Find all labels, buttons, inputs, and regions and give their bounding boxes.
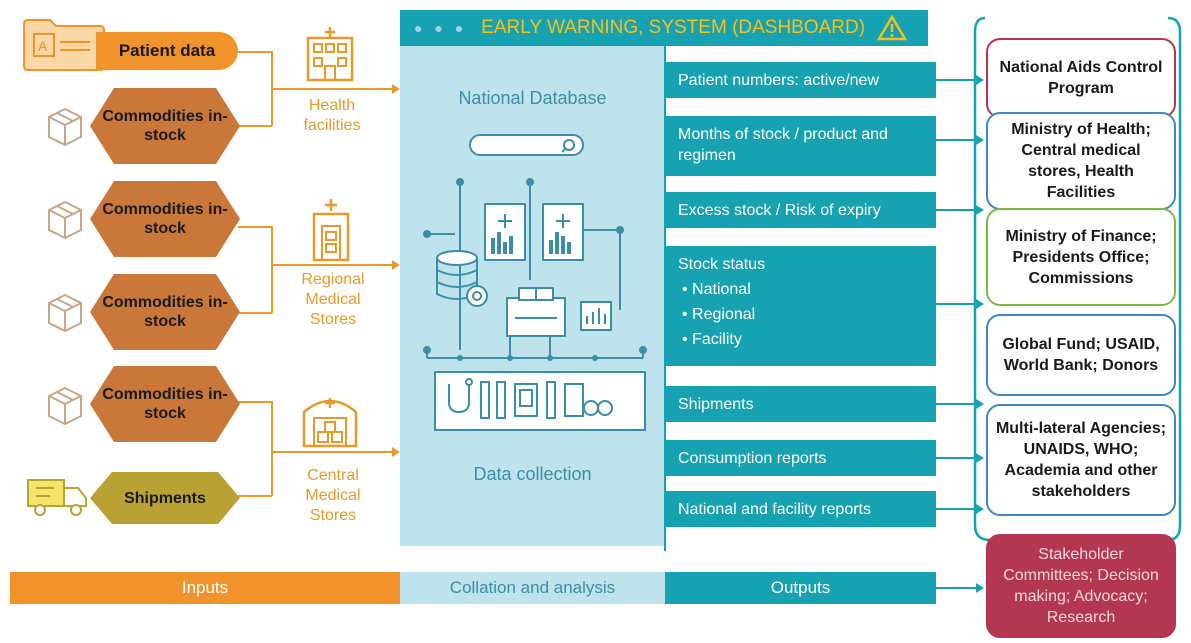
stock-status-title: Stock status — [678, 256, 766, 273]
truck-icon — [24, 474, 90, 520]
shipments-node: Shipments — [90, 472, 240, 524]
window-dots: ● ● ● — [414, 20, 468, 36]
national-database-label: National Database — [458, 88, 607, 108]
commodities-label: Commodities in-stock — [102, 108, 228, 144]
stakeholder-committees: Stakeholder Committees; Decision making;… — [986, 534, 1176, 638]
output-shipments: Shipments — [666, 386, 936, 422]
output-excess-stock: Excess stock / Risk of expiry — [666, 192, 936, 228]
svg-text:A: A — [38, 38, 48, 54]
box-icon — [46, 292, 84, 334]
stock-status-regional: • Regional — [682, 306, 756, 323]
output-stock-status: Stock status • National • Regional • Fac… — [666, 246, 936, 366]
stock-status-facility: • Facility — [682, 331, 742, 348]
dashboard-title-bar: ● ● ● EARLY WARNING, SYSTEM (DASHBOARD) — [400, 10, 928, 46]
commodities-label: Commodities in-stock — [102, 386, 228, 422]
folder-icon: A — [20, 14, 108, 72]
commodities-label: Commodities in-stock — [102, 201, 228, 237]
hospital-icon — [300, 24, 360, 84]
regional-medical-stores-label: Regional Medical Stores — [301, 271, 365, 328]
warning-icon — [876, 14, 908, 41]
stakeholder-nacp: National Aids Control Program — [986, 38, 1176, 118]
outputs-phase-bar: Outputs — [665, 572, 936, 604]
stakeholder-ministry-of-health: Ministry of Health; Central medical stor… — [986, 112, 1176, 210]
box-icon — [46, 385, 84, 427]
box-icon — [46, 106, 84, 148]
warehouse-icon — [300, 392, 360, 448]
search-input[interactable] — [469, 134, 584, 156]
stakeholder-ministry-of-finance: Ministry of Finance; Presidents Office; … — [986, 208, 1176, 306]
commodities-label: Commodities in-stock — [102, 294, 228, 330]
commodities-node: Commodities in-stock — [90, 181, 240, 257]
health-facilities-label: Health facilities — [303, 97, 361, 134]
dashboard-title: EARLY WARNING, SYSTEM (DASHBOARD) — [481, 17, 866, 38]
box-icon — [46, 199, 84, 241]
central-medical-stores-label: Central Medical Stores — [305, 467, 361, 524]
search-icon — [560, 137, 578, 155]
stakeholder-multilateral: Multi-lateral Agencies; UNAIDS, WHO; Aca… — [986, 404, 1176, 516]
data-collection-label: Data collection — [473, 464, 592, 484]
output-consumption-reports: Consumption reports — [666, 440, 936, 476]
shipments-label: Shipments — [124, 489, 206, 507]
patient-data-pill: Patient data — [96, 32, 238, 70]
output-months-of-stock: Months of stock / product and regimen — [666, 116, 936, 176]
collation-phase-bar: Collation and analysis — [400, 572, 665, 604]
divider-line — [664, 46, 666, 551]
commodities-node: Commodities in-stock — [90, 88, 240, 164]
inputs-phase-bar: Inputs — [10, 572, 400, 604]
commodities-node: Commodities in-stock — [90, 366, 240, 442]
output-patient-numbers: Patient numbers: active/new — [666, 62, 936, 98]
output-national-facility-reports: National and facility reports — [666, 491, 936, 527]
hospital-icon — [306, 196, 356, 262]
stock-status-national: • National — [682, 281, 751, 298]
database-network-illustration — [415, 170, 655, 440]
commodities-node: Commodities in-stock — [90, 274, 240, 350]
stakeholder-donors: Global Fund; USAID, World Bank; Donors — [986, 314, 1176, 396]
